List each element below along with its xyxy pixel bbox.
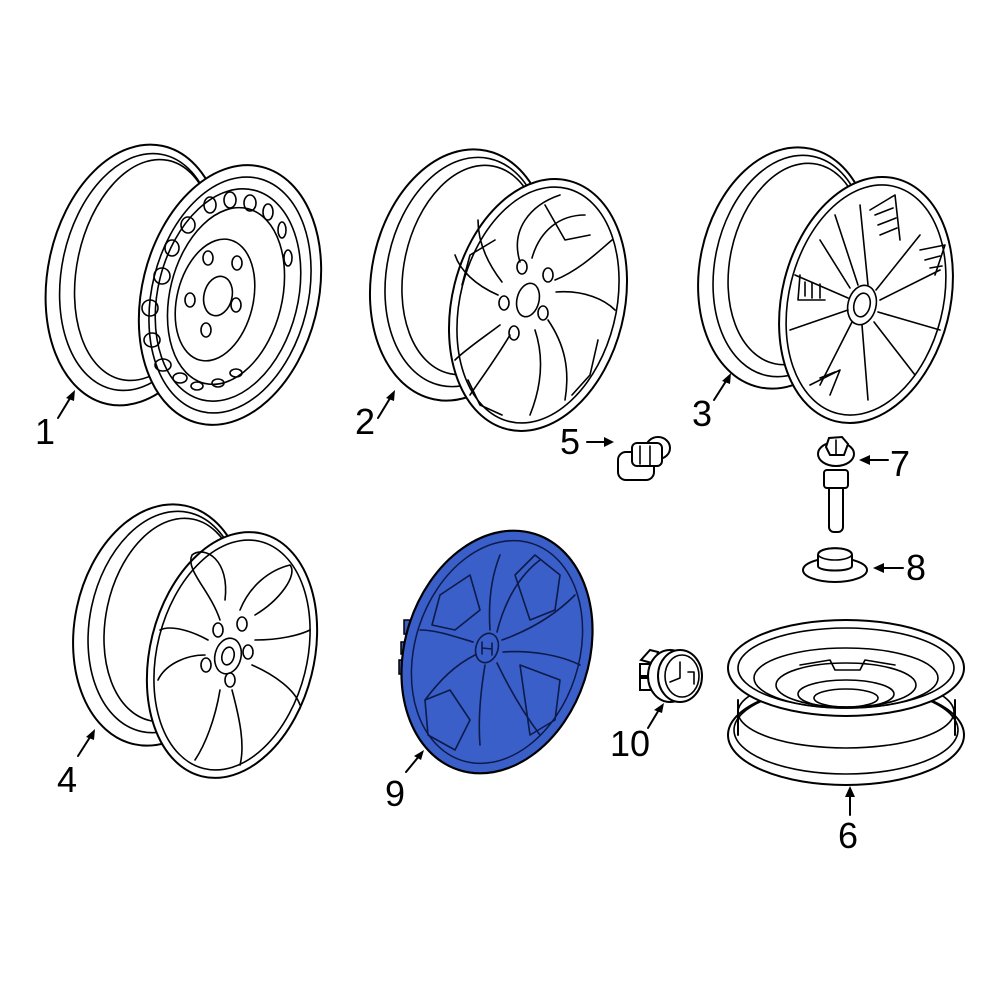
callout-8-arrow <box>873 563 904 573</box>
callout-5-arrow <box>586 437 614 447</box>
part-5-lug-nut[interactable] <box>617 436 671 481</box>
callout-label-10[interactable]: 10 <box>610 723 651 764</box>
callout-label-6[interactable]: 6 <box>838 815 859 856</box>
callout-6-arrow <box>845 786 855 816</box>
part-7-tpms-valve[interactable] <box>817 435 855 533</box>
callout-label-9[interactable]: 9 <box>385 773 406 814</box>
callout-3-arrow <box>713 373 731 401</box>
part-9-wheel-cover[interactable] <box>371 506 623 799</box>
callout-label-7[interactable]: 7 <box>890 443 911 484</box>
callout-label-8[interactable]: 8 <box>906 547 927 588</box>
callout-2-arrow <box>377 390 395 419</box>
callout-7-arrow <box>859 455 889 465</box>
callout-label-2[interactable]: 2 <box>355 401 376 442</box>
part-6-spare-wheel[interactable] <box>727 619 965 786</box>
part-8-cap[interactable] <box>802 547 868 583</box>
part-2-alloy-wheel-twisted[interactable] <box>348 132 653 450</box>
part-10-center-cap[interactable] <box>639 648 703 703</box>
callout-label-4[interactable]: 4 <box>57 759 78 800</box>
callout-10-arrow <box>647 703 664 729</box>
part-1-steel-wheel[interactable] <box>22 128 347 445</box>
part-3-alloy-wheel-split[interactable] <box>676 131 977 442</box>
callout-1-arrow <box>57 390 75 419</box>
part-4-alloy-wheel-five-spoke[interactable] <box>51 488 341 796</box>
callout-label-1[interactable]: 1 <box>35 411 56 452</box>
callout-9-arrow <box>405 750 424 773</box>
callout-label-3[interactable]: 3 <box>692 393 713 434</box>
callout-label-5[interactable]: 5 <box>560 421 581 462</box>
callout-4-arrow <box>77 729 95 757</box>
